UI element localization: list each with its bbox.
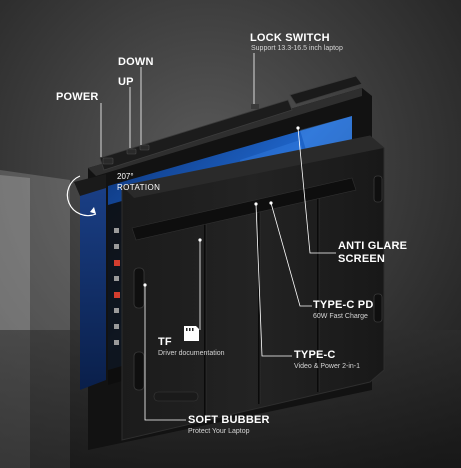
anti-glare-sub: SCREEN [338, 253, 386, 265]
type-c-label: TYPE-C [294, 349, 336, 361]
lock-switch-label: LOCK SWITCH [250, 32, 330, 44]
type-c-pd-sub: 60W Fast Charge [313, 313, 368, 320]
sd-card-icon [184, 326, 199, 341]
up-label: UP [118, 76, 134, 88]
down-label: DOWN [118, 56, 154, 68]
soft-bubber-label: SOFT BUBBER [188, 414, 270, 426]
power-label: POWER [56, 91, 99, 103]
rotation-label: ROTATION [117, 183, 161, 192]
tf-label: TF [158, 336, 172, 348]
rotation-degree: 207° [117, 172, 134, 181]
tf-sub: Driver documentation [158, 350, 225, 357]
type-c-pd-label: TYPE-C PD [313, 299, 374, 311]
soft-bubber-sub: Protect Your Laptop [188, 428, 250, 435]
type-c-sub: Video & Power 2-in-1 [294, 363, 361, 370]
anti-glare-label: ANTI GLARE [338, 240, 408, 252]
lock-switch-sub: Support 13.3-16.5 inch laptop [251, 45, 343, 52]
